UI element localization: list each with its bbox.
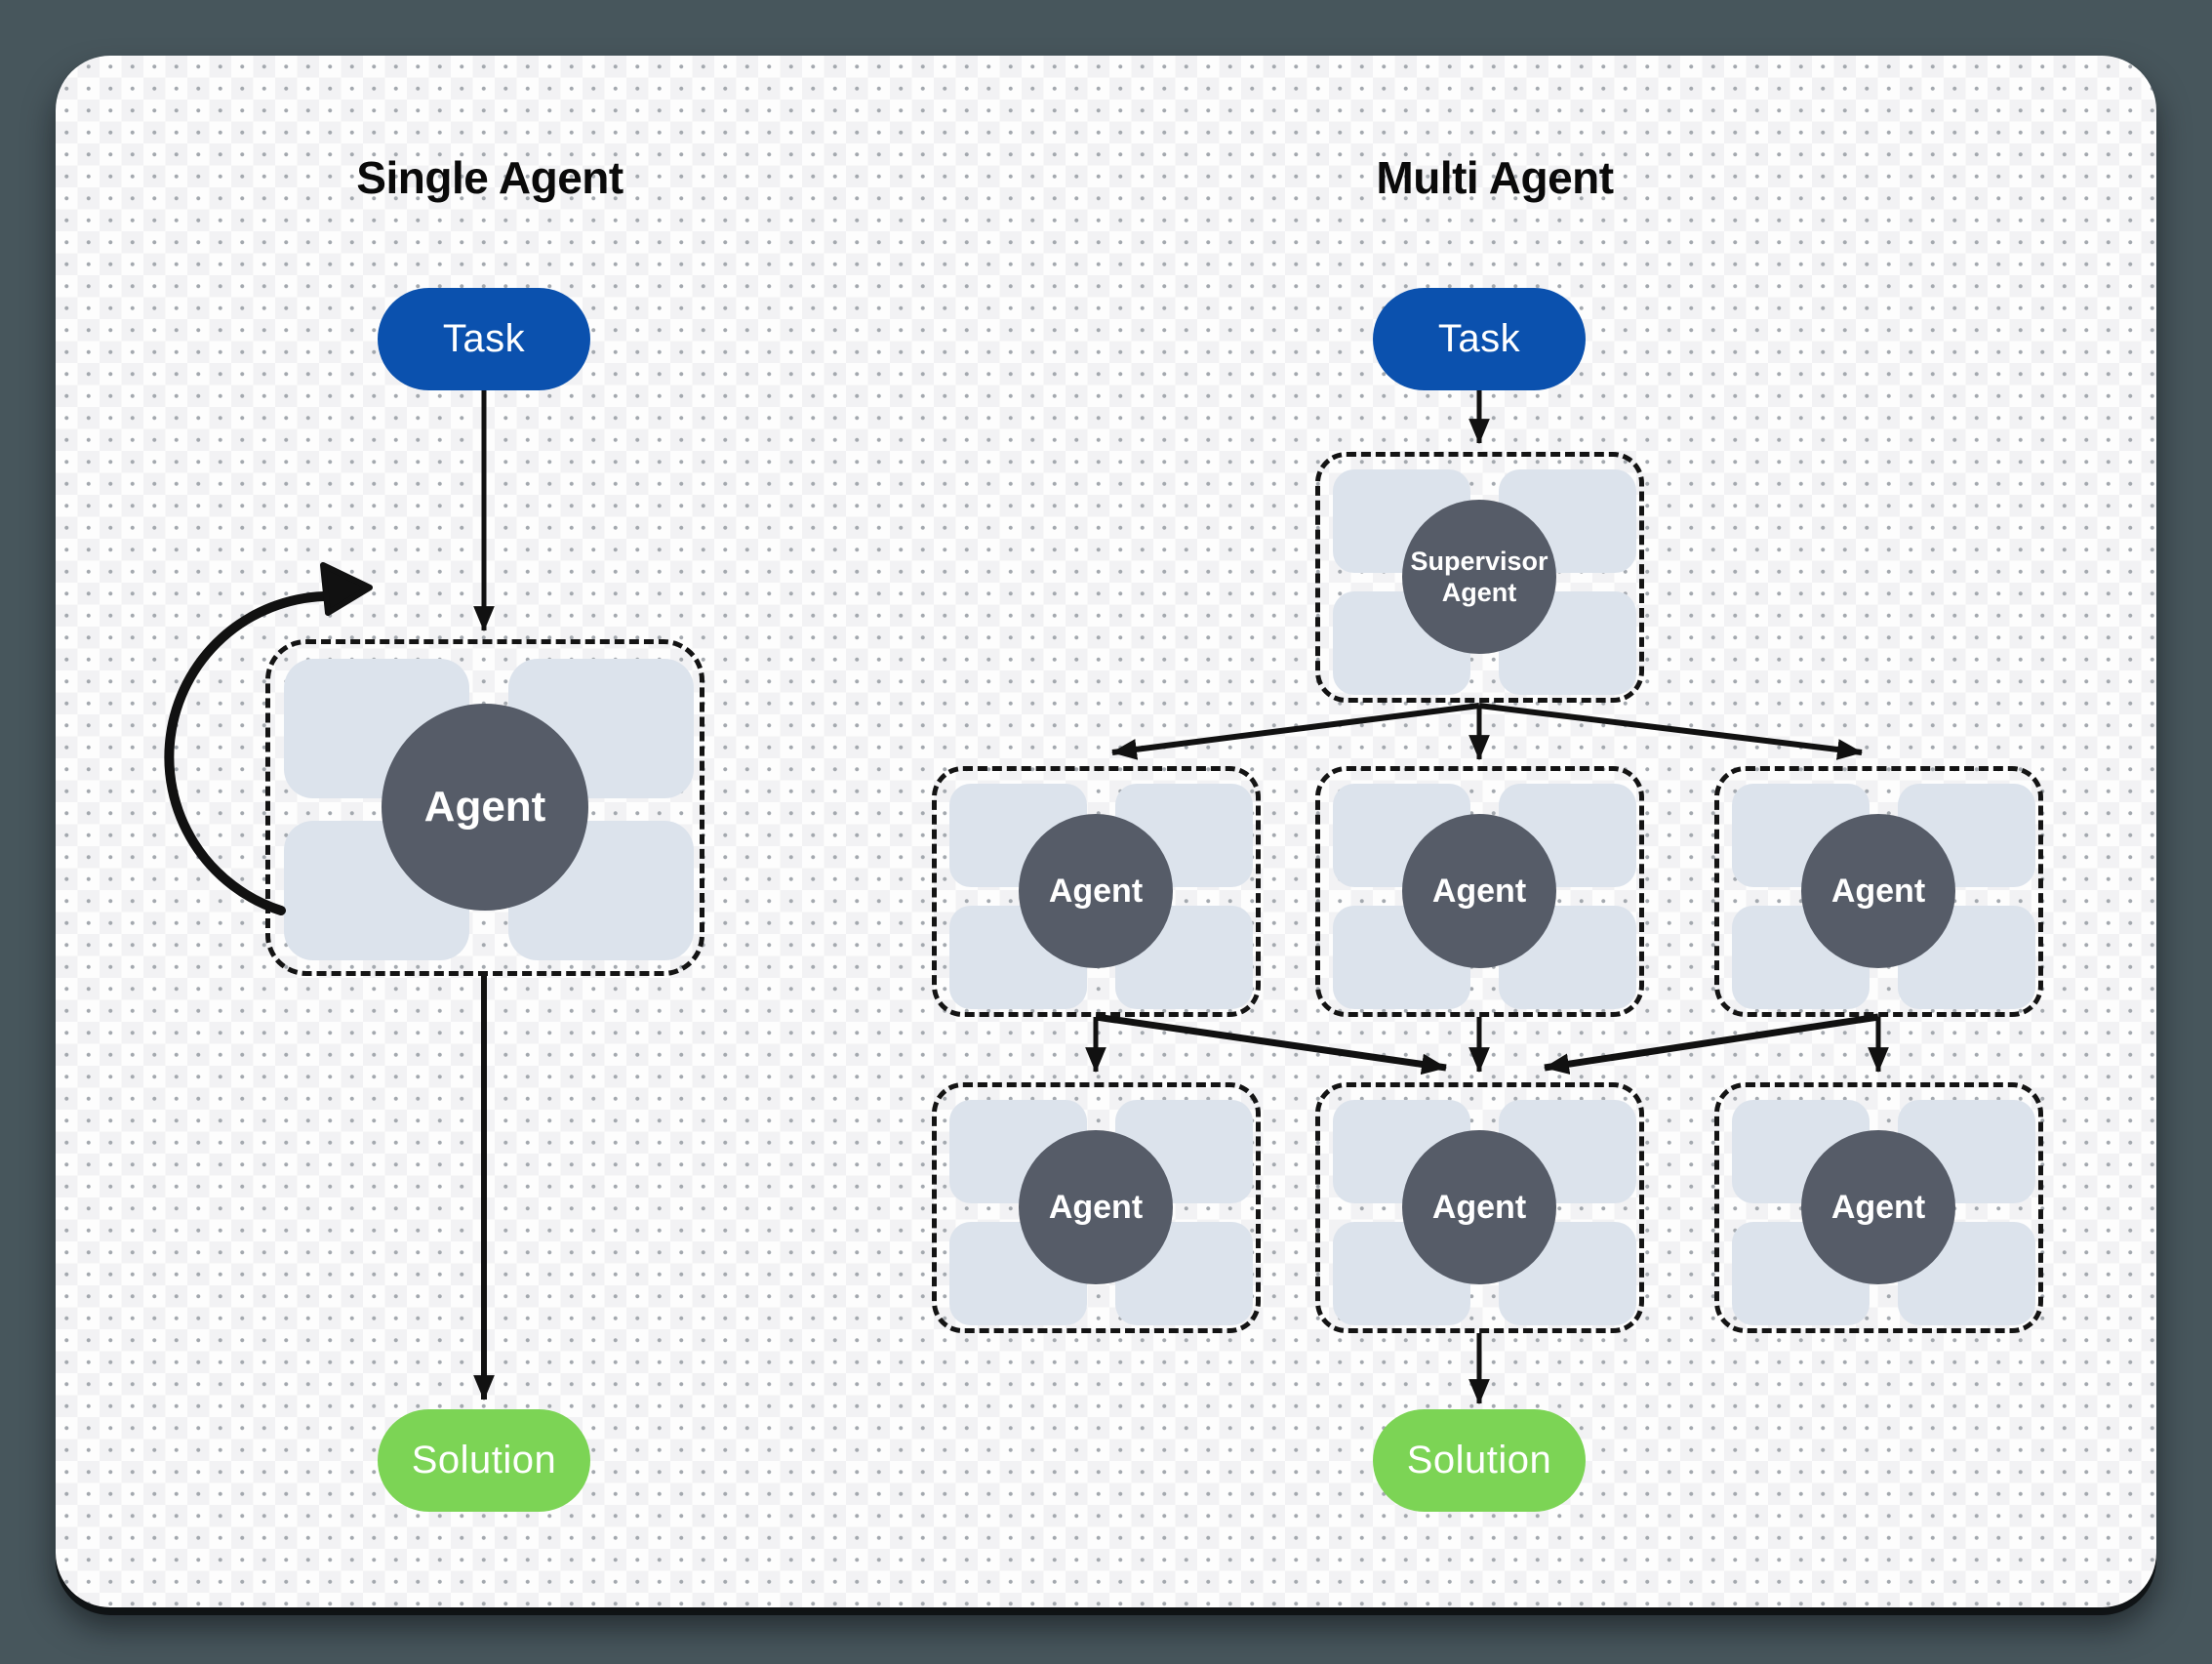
multi-solution-node: Solution: [1373, 1409, 1586, 1512]
agent-label: Agent: [1048, 1188, 1144, 1226]
single-agent-label: Agent: [423, 783, 546, 831]
single-agent-title: Single Agent: [356, 152, 623, 203]
worker-agent-cluster-row1-center: Agent: [1315, 766, 1644, 1017]
multi-task-node: Task: [1373, 288, 1586, 390]
agent-circle: Agent: [1402, 814, 1556, 968]
diagram-canvas: Single Agent Multi Agent Task Agent Solu…: [56, 56, 2156, 1607]
supervisor-agent-circle: Supervisor Agent: [1402, 500, 1556, 654]
multi-solution-label: Solution: [1406, 1439, 1552, 1481]
agent-label: Agent: [1048, 872, 1144, 910]
agent-circle: Agent: [1402, 1130, 1556, 1284]
worker-agent-cluster-row1-right: Agent: [1714, 766, 2043, 1017]
supervisor-agent-cluster: Supervisor Agent: [1315, 452, 1644, 703]
single-task-label: Task: [442, 317, 526, 360]
worker-agent-cluster-row2-center: Agent: [1315, 1082, 1644, 1333]
worker-agent-cluster-row1-left: Agent: [932, 766, 1261, 1017]
agent-circle: Agent: [1019, 814, 1173, 968]
single-agent-circle: Agent: [382, 704, 588, 911]
single-solution-label: Solution: [411, 1439, 557, 1481]
supervisor-agent-label: Supervisor Agent: [1410, 546, 1548, 607]
worker-agent-cluster-row2-left: Agent: [932, 1082, 1261, 1333]
agent-label: Agent: [1431, 1188, 1527, 1226]
single-agent-cluster: Agent: [265, 639, 704, 976]
agent-circle: Agent: [1801, 814, 1955, 968]
multi-task-label: Task: [1437, 317, 1521, 360]
agent-label: Agent: [1830, 872, 1926, 910]
single-solution-node: Solution: [378, 1409, 590, 1512]
worker-agent-cluster-row2-right: Agent: [1714, 1082, 2043, 1333]
multi-agent-title: Multi Agent: [1376, 152, 1614, 203]
agent-circle: Agent: [1019, 1130, 1173, 1284]
single-task-node: Task: [378, 288, 590, 390]
agent-label: Agent: [1431, 872, 1527, 910]
agent-label: Agent: [1830, 1188, 1926, 1226]
agent-circle: Agent: [1801, 1130, 1955, 1284]
